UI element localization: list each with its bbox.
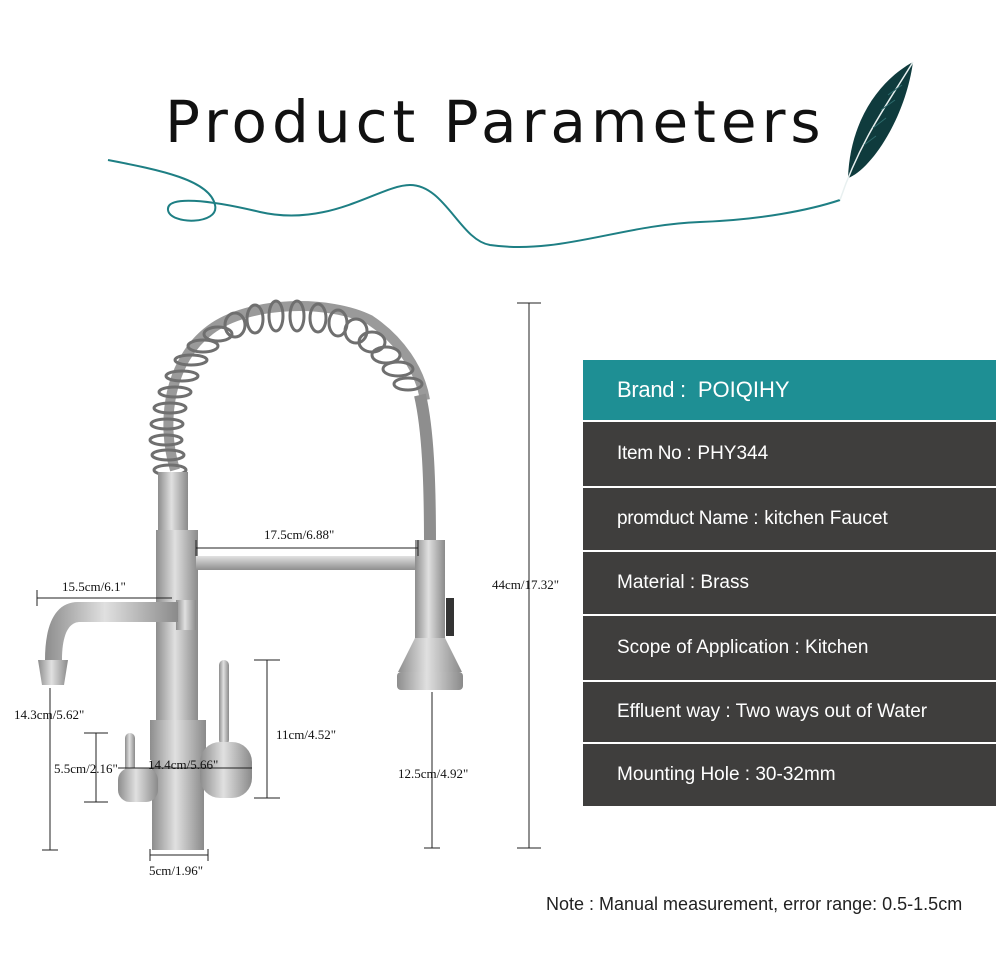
dimension-lines	[36, 302, 541, 861]
spec-row-item: Item No : PHY344	[583, 422, 996, 488]
filter-spout	[38, 600, 196, 685]
total-height-label: 44cm/17.32"	[492, 577, 560, 592]
material-text: Material : Brass	[617, 572, 749, 593]
spec-row-scope: Scope of Application : Kitchen	[583, 616, 996, 682]
spout-reach-label: 17.5cm/6.88"	[264, 527, 335, 542]
filter-reach-label: 15.5cm/6.1"	[62, 579, 126, 594]
spec-row-brand: Brand : POIQIHY	[583, 360, 996, 422]
spring-coil	[148, 299, 430, 477]
handle-height-label: 11cm/4.52"	[276, 727, 337, 742]
spec-row-name: promduct Name : kitchen Faucet	[583, 488, 996, 552]
brand-key: Brand :	[617, 377, 686, 402]
brand-value: POIQIHY	[697, 377, 790, 402]
body-width-label: 14.4cm/5.66"	[148, 757, 219, 772]
spec-row-material: Material : Brass	[583, 552, 996, 616]
title-decoration	[107, 61, 914, 249]
lever-height-label: 5.5cm/2.16"	[54, 761, 118, 776]
spray-height-label: 12.5cm/4.92"	[398, 766, 469, 781]
holder-arm	[196, 556, 418, 570]
measurement-note: Note : Manual measurement, error range: …	[546, 894, 963, 914]
right-handle	[200, 660, 252, 798]
left-lever	[118, 733, 158, 802]
filter-height-label: 14.3cm/5.62"	[14, 707, 85, 722]
item-key: Item No :	[617, 443, 692, 464]
swirl-line	[107, 159, 841, 249]
effluent-text: Effluent way : Two ways out of Water	[617, 701, 928, 722]
scope-text: Scope of Application : Kitchen	[617, 637, 869, 658]
item-value: PHY344	[697, 443, 769, 464]
spec-table: Brand : POIQIHY Item No : PHY344 promduc…	[583, 360, 996, 806]
name-value: kitchen Faucet	[764, 508, 888, 529]
spec-row-effluent: Effluent way : Two ways out of Water	[583, 682, 996, 744]
base-diameter-label: 5cm/1.96"	[149, 863, 204, 878]
mounting-text: Mounting Hole : 30-32mm	[617, 764, 836, 785]
feather-icon	[839, 61, 914, 201]
name-key: promduct Name :	[617, 508, 759, 529]
spec-row-mounting: Mounting Hole : 30-32mm	[583, 744, 996, 806]
spray-head	[397, 540, 463, 690]
page-title: Product Parameters	[165, 88, 826, 156]
faucet-drawing	[36, 299, 541, 861]
